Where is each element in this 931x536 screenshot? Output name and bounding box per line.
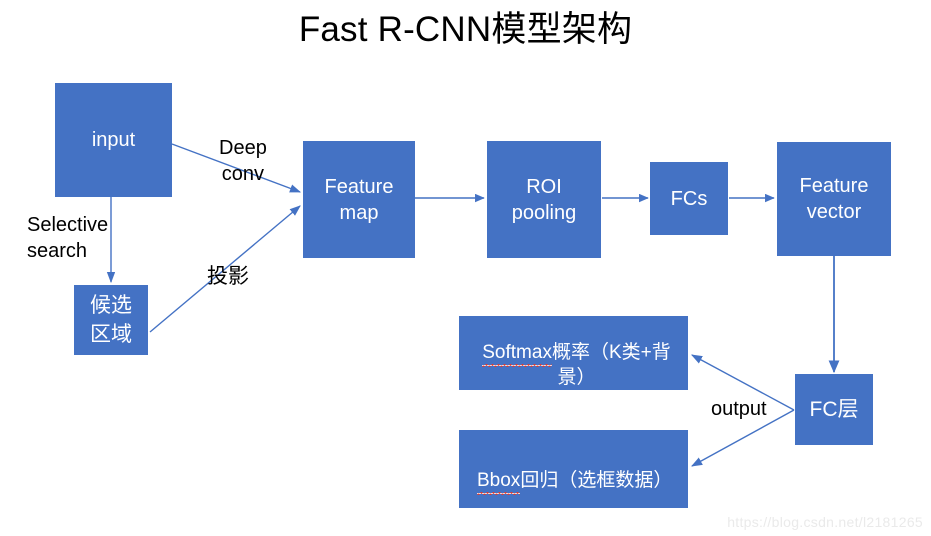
node-roi-pooling[interactable]: ROI pooling xyxy=(487,141,601,258)
edge-label-deep-conv: Deep conv xyxy=(219,137,267,185)
node-feature-vector[interactable]: Feature vector xyxy=(777,142,891,256)
bbox-label-text: Bbox回归（选框数据） xyxy=(477,445,673,495)
node-proposal-region[interactable]: 候选 区域 xyxy=(74,285,148,355)
softmax-label-rest: 概率（K类+背景） xyxy=(551,341,671,388)
bbox-label-rest: 回归（选框数据） xyxy=(520,469,673,491)
watermark: https://blog.csdn.net/l2181265 xyxy=(727,514,923,530)
edge-label-selective-search: Selective search xyxy=(27,214,109,262)
node-fcs[interactable]: FCs xyxy=(650,162,728,235)
edge-label-output: output xyxy=(711,398,767,420)
node-fc-layer[interactable]: FC层 xyxy=(795,374,873,445)
softmax-misspelled-word: Softmax xyxy=(482,341,552,367)
bbox-misspelled-word: Bbox xyxy=(477,469,521,495)
node-softmax-output[interactable]: Softmax概率（K类+背景） xyxy=(459,316,688,390)
node-feature-map[interactable]: Feature map xyxy=(303,141,415,258)
node-bbox-output[interactable]: Bbox回归（选框数据） xyxy=(459,430,688,508)
edge-label-projection: 投影 xyxy=(207,265,249,288)
node-input[interactable]: input xyxy=(55,83,172,197)
page-title: Fast R-CNN模型架构 xyxy=(298,10,633,49)
softmax-label-text: Softmax概率（K类+背景） xyxy=(465,317,688,390)
